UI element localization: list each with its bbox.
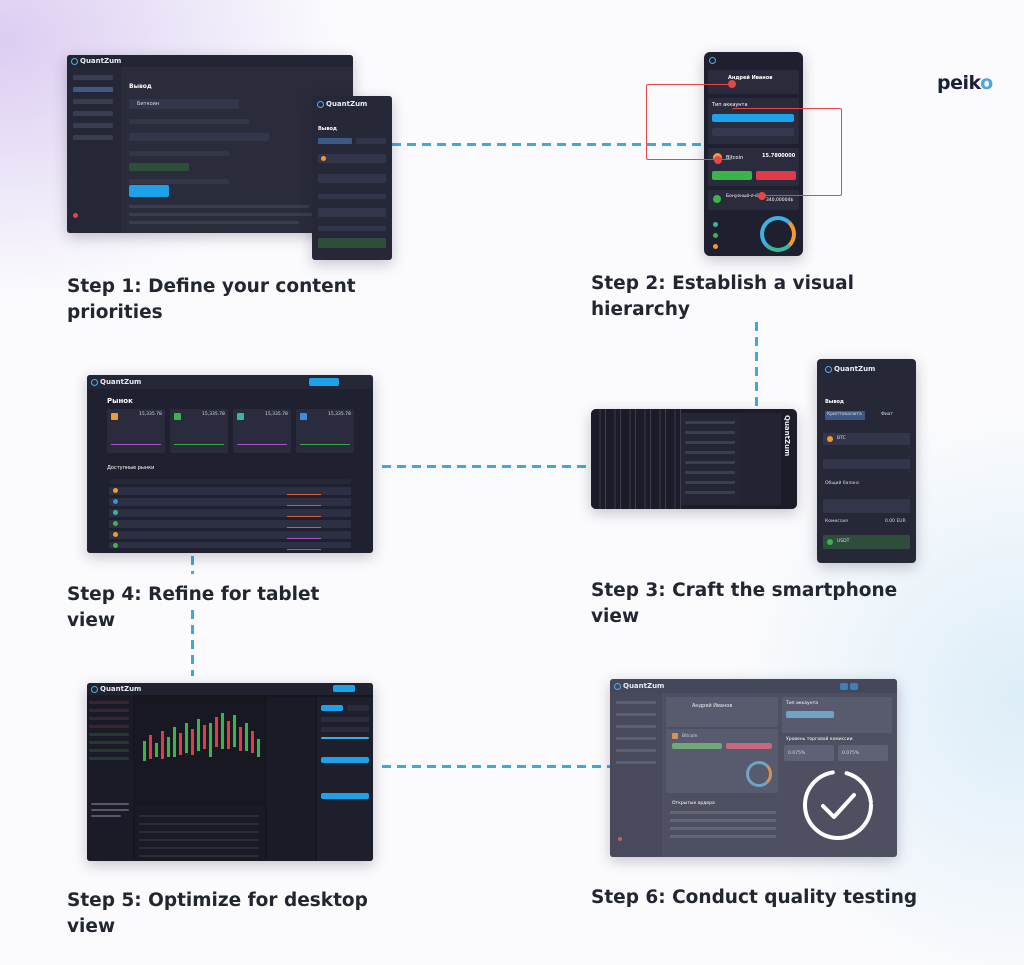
connector-2-3 — [755, 322, 758, 406]
account-type: Тип аккаунта — [712, 102, 748, 108]
check-circle-icon — [798, 765, 878, 845]
step-2-label: Step 2: Establish a visual hierarchy — [591, 273, 854, 320]
step-3-label: Step 3: Craft the smartphone view — [591, 580, 898, 627]
step6-desktop-mockup: QuantZum Андрей Иванов Bitcoin Открытые … — [610, 679, 897, 857]
peiko-logo: peiko — [937, 72, 993, 94]
donut-chart — [760, 216, 796, 252]
step-6-label: Step 6: Conduct quality testing — [591, 887, 918, 908]
withdraw-title: Вывод — [129, 83, 152, 90]
user-name: Андрей Иванов — [728, 75, 773, 81]
connector-3-4 — [382, 465, 592, 468]
step2-mobile-mockup: Андрей Иванов Тип аккаунта Bitcoin 15.78… — [704, 52, 803, 256]
step3-mobile-mockup: QuantZum Вывод Криптовалюта Фиат BTC Общ… — [817, 359, 916, 563]
connector-tablet-top — [191, 556, 194, 574]
step-5-label: Step 5: Optimize for desktop view — [67, 890, 368, 937]
bitcoin-label: Bitcoin — [726, 155, 744, 161]
market-title: Рынок — [107, 397, 133, 405]
withdraw-red-button[interactable] — [756, 171, 796, 180]
withdraw-button[interactable] — [129, 185, 169, 197]
step1-mobile-mockup: QuantZum Вывод — [312, 96, 392, 260]
connector-1-2 — [392, 143, 704, 146]
connector-5-6 — [382, 765, 610, 768]
step-1-label: Step 1: Define your content priorities — [67, 276, 356, 323]
connector-4-5 — [191, 610, 194, 676]
step4-tablet-mockup: QuantZum Рынок 15,335.78 15,335.78 15,33… — [87, 375, 373, 553]
available-markets: Доступные рынки — [107, 465, 155, 471]
step1-desktop-mockup: QuantZum Вывод Биткоин — [67, 55, 353, 233]
deposit-button[interactable] — [712, 171, 752, 180]
app-logo: QuantZum — [71, 57, 121, 65]
step-4-label: Step 4: Refine for tablet view — [67, 584, 320, 631]
btc-balance: 15.7800000 — [762, 153, 796, 159]
step3-landscape-mockup: QuantZum — [591, 409, 797, 509]
bonus-amount: 340,00004$ — [766, 198, 794, 203]
step5-desktop-mockup: QuantZum — [87, 683, 373, 861]
